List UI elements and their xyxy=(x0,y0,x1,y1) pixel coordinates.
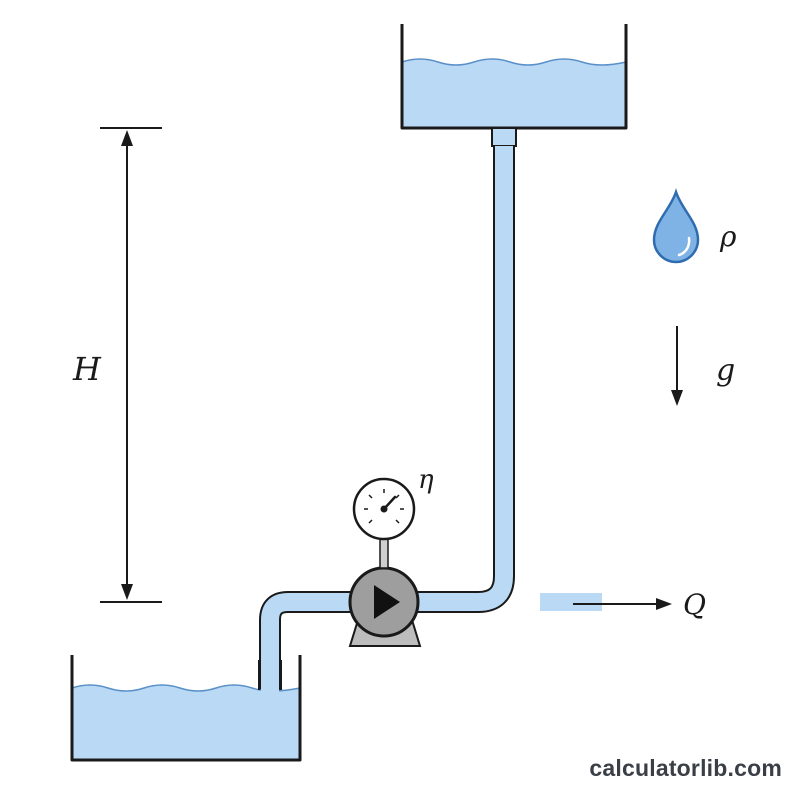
upper-tank-wave xyxy=(401,58,627,66)
head-dimension xyxy=(100,127,162,603)
pump-icon xyxy=(348,566,422,647)
head-symbol: H xyxy=(72,350,102,388)
gravity-symbol: g xyxy=(716,353,735,388)
density-symbol: ρ xyxy=(719,220,737,253)
arrow-down-icon xyxy=(671,326,683,406)
upper-tank-outlet xyxy=(491,127,517,147)
upper-tank xyxy=(400,24,628,147)
brand-watermark: calculatorlib.com xyxy=(589,755,782,781)
water-drop-icon xyxy=(652,188,700,264)
lower-tank-water xyxy=(72,685,300,760)
efficiency-symbol: η xyxy=(418,465,434,495)
lower-tank-wave xyxy=(71,684,301,692)
flow-symbol: Q xyxy=(683,588,706,621)
pump-direction-triangle xyxy=(374,585,400,619)
upper-tank-water xyxy=(402,59,626,128)
lower-tank xyxy=(70,655,302,762)
arrow-right-icon xyxy=(540,593,672,611)
lower-tank-walls xyxy=(70,655,302,762)
pressure-gauge-icon xyxy=(352,477,416,569)
